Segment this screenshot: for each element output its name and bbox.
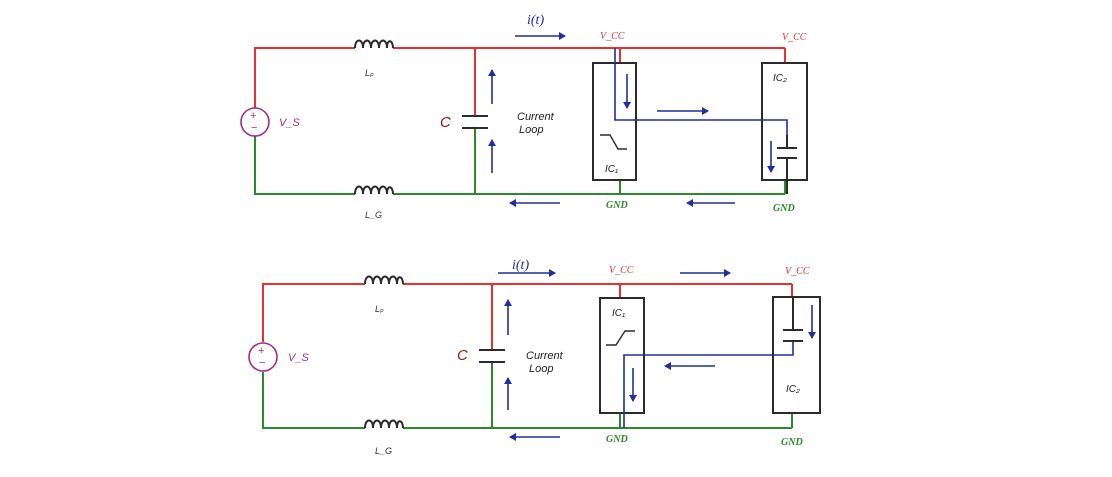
top-supply-wire bbox=[254, 47, 786, 118]
top-inductor-power-label: Lₚ bbox=[365, 68, 374, 78]
bottom-capacitor bbox=[479, 349, 505, 363]
bottom-inductor-ground-label: L_G bbox=[375, 446, 392, 456]
top-loop-label-1: Current bbox=[517, 111, 555, 123]
top-circuit: Lₚ L_G + − V_S C Current Loop i(t) IC₁ I… bbox=[240, 13, 808, 220]
top-capacitor bbox=[462, 115, 488, 129]
bottom-ic2-label: IC₂ bbox=[786, 384, 800, 395]
bottom-inductor-power-label: Lₚ bbox=[375, 304, 384, 314]
bottom-inductor-ground bbox=[364, 419, 404, 429]
bottom-circuit: Lₚ L_G + − V_S C Current Loop i(t) IC₁ I… bbox=[248, 258, 821, 456]
top-vcc-label-1: V_CC bbox=[600, 31, 625, 42]
bottom-gnd-label-2: GND bbox=[781, 437, 803, 448]
bottom-source-plus: + bbox=[258, 345, 264, 357]
top-ic2-capacitor bbox=[777, 135, 797, 194]
bottom-current-label: i(t) bbox=[512, 258, 529, 273]
bottom-ic1-switch-icon bbox=[606, 330, 635, 346]
bottom-signal-wire bbox=[623, 341, 794, 428]
bottom-vcc-label-2: V_CC bbox=[785, 266, 810, 277]
top-inductor-power bbox=[354, 39, 394, 49]
bottom-inductor-power bbox=[364, 275, 404, 285]
top-loop-label-2: Loop bbox=[519, 124, 543, 136]
top-source-minus: − bbox=[251, 122, 257, 134]
top-capacitor-label: C bbox=[440, 114, 451, 131]
top-ic1-label: IC₁ bbox=[605, 164, 618, 175]
top-gnd-label-1: GND bbox=[606, 200, 628, 211]
top-signal-wire bbox=[614, 48, 788, 135]
bottom-ground-wire bbox=[262, 362, 793, 429]
top-current-label: i(t) bbox=[527, 13, 544, 28]
bottom-loop-label-2: Loop bbox=[529, 363, 553, 375]
top-gnd-label-2: GND bbox=[773, 203, 795, 214]
bottom-source-minus: − bbox=[259, 357, 265, 369]
top-voltage-source bbox=[240, 107, 270, 137]
bottom-voltage-source bbox=[248, 342, 278, 372]
top-source-plus: + bbox=[250, 110, 256, 122]
bottom-gnd-label-1: GND bbox=[606, 434, 628, 445]
bottom-capacitor-label: C bbox=[457, 347, 468, 364]
bottom-ic2-box bbox=[772, 296, 821, 414]
top-vcc-label-2: V_CC bbox=[782, 32, 807, 43]
bottom-vcc-label-1: V_CC bbox=[609, 265, 634, 276]
top-inductor-ground bbox=[354, 185, 394, 195]
top-source-label: V_S bbox=[279, 117, 300, 129]
bottom-source-label: V_S bbox=[288, 352, 309, 364]
bottom-ic2-capacitor bbox=[783, 297, 803, 342]
bottom-supply-wire bbox=[262, 283, 793, 350]
top-ground-wire bbox=[254, 128, 786, 195]
top-inductor-ground-label: L_G bbox=[365, 210, 382, 220]
bottom-ic1-label: IC₁ bbox=[612, 308, 625, 319]
top-ic1-switch-icon bbox=[600, 134, 627, 150]
bottom-loop-label-1: Current bbox=[526, 350, 564, 362]
top-ic2-label: IC₂ bbox=[773, 73, 787, 84]
top-ic2-box bbox=[761, 62, 808, 181]
